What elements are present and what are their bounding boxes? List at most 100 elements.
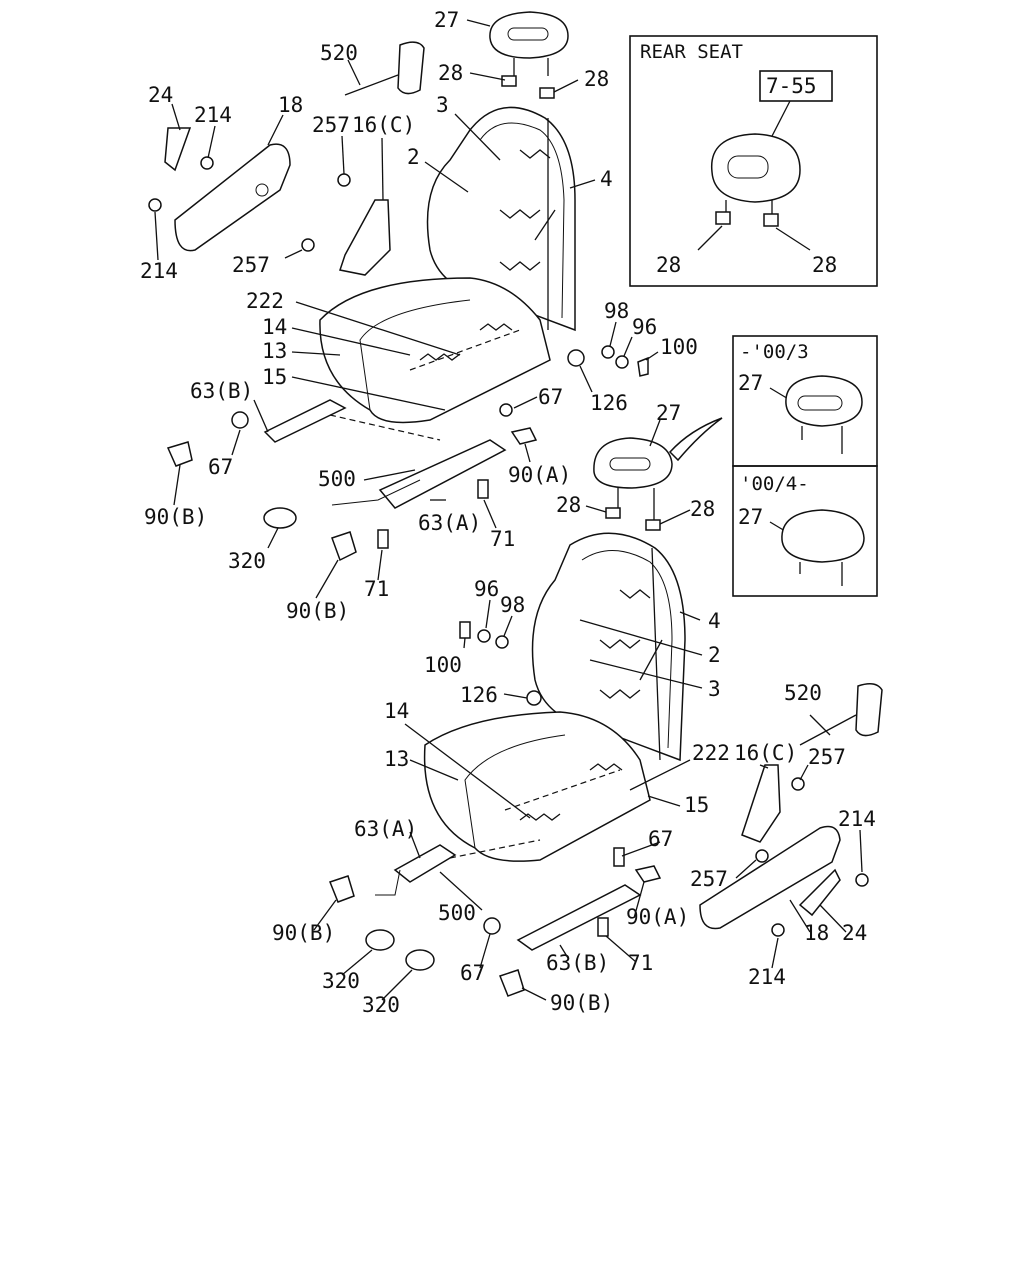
inset-label-27: 27 xyxy=(738,505,763,529)
inset-rear-label-28: 28 xyxy=(656,253,681,277)
leaders-lower xyxy=(313,419,863,1001)
callout-label: 3 xyxy=(708,677,721,701)
callout-label: 67 xyxy=(460,961,485,985)
callout-label: 28 xyxy=(584,67,609,91)
headrest-guide xyxy=(501,75,517,87)
callout-label: 500 xyxy=(438,901,476,925)
callout-label: 4 xyxy=(708,609,721,633)
callout-label: 214 xyxy=(140,259,178,283)
callout-label: 63(A) xyxy=(418,511,481,535)
callout-label: 14 xyxy=(384,699,409,723)
callout-label: 90(A) xyxy=(626,905,689,929)
callout-label: 96 xyxy=(632,315,657,339)
callout-label: 2 xyxy=(407,145,420,169)
callout-label: 500 xyxy=(318,467,356,491)
callout-label: 18 xyxy=(278,93,303,117)
inset-00-4: '00/4- 27 xyxy=(732,465,878,597)
inset-rear-seat: REAR SEAT 7-55 28 28 xyxy=(629,35,878,287)
callout-label: 24 xyxy=(842,921,867,945)
seat-rails-upper xyxy=(166,345,649,562)
callout-label: 4 xyxy=(600,167,613,191)
callout-label: 214 xyxy=(838,807,876,831)
callout-label: 3 xyxy=(436,93,449,117)
seat-rails-lower xyxy=(329,621,662,997)
seat-cushion-upper xyxy=(319,277,551,424)
callout-label: 520 xyxy=(784,681,822,705)
callout-label: 90(B) xyxy=(272,921,335,945)
callout-label: 98 xyxy=(604,299,629,323)
side-trim-upper xyxy=(148,127,291,252)
callout-label: 71 xyxy=(490,527,515,551)
callout-label: 214 xyxy=(748,965,786,989)
headrest-guide xyxy=(605,507,621,519)
headrest-upper xyxy=(489,11,569,76)
callout-label: 126 xyxy=(590,391,628,415)
callout-label: 16(C) xyxy=(734,741,797,765)
callout-label: 71 xyxy=(364,577,389,601)
headrest-swoosh xyxy=(668,417,723,462)
callout-label: 98 xyxy=(500,593,525,617)
callout-label: 15 xyxy=(262,365,287,389)
callout-label: 67 xyxy=(208,455,233,479)
callout-label: 63(A) xyxy=(354,817,417,841)
callout-label: 90(B) xyxy=(286,599,349,623)
callout-label: 126 xyxy=(460,683,498,707)
headrest-lower xyxy=(593,437,673,520)
inset-title-00-3: -'00/3 xyxy=(740,341,809,363)
callout-label: 257 xyxy=(312,113,350,137)
callout-label: 90(B) xyxy=(550,991,613,1015)
callout-label: 13 xyxy=(384,747,409,771)
callout-label: 222 xyxy=(692,741,730,765)
callout-label: 63(B) xyxy=(190,379,253,403)
callout-label: 27 xyxy=(656,401,681,425)
upper-seat-assembly xyxy=(148,11,659,599)
callout-label: 520 xyxy=(320,41,358,65)
headrest-guide xyxy=(645,519,661,531)
callout-label: 24 xyxy=(148,83,173,107)
callout-label: 13 xyxy=(262,339,287,363)
callout-label: 28 xyxy=(438,61,463,85)
callout-label: 257 xyxy=(808,745,846,769)
callout-label: 71 xyxy=(628,951,653,975)
rear-headrest xyxy=(710,133,801,203)
callout-label: 320 xyxy=(362,993,400,1017)
callout-label: 28 xyxy=(556,493,581,517)
callout-label: 63(B) xyxy=(546,951,609,975)
seat-cushion-lower xyxy=(423,711,651,862)
callout-label: 320 xyxy=(228,549,266,573)
callout-label: 320 xyxy=(322,969,360,993)
callout-label: 28 xyxy=(690,497,715,521)
inset-00-3: -'00/3 27 xyxy=(732,335,878,467)
callout-label: 90(B) xyxy=(144,505,207,529)
callout-label: 222 xyxy=(246,289,284,313)
headrest-guide xyxy=(539,87,555,99)
inset-ref-rear-seat: 7-55 xyxy=(766,74,817,98)
callout-label: 14 xyxy=(262,315,287,339)
lower-seat-assembly xyxy=(313,417,883,1001)
inset-label-27: 27 xyxy=(738,371,763,395)
callout-label: 257 xyxy=(232,253,270,277)
callout-label: 2 xyxy=(708,643,721,667)
callout-label: 18 xyxy=(804,921,829,945)
recliner-upper xyxy=(301,41,425,276)
callout-label: 257 xyxy=(690,867,728,891)
callout-label: 27 xyxy=(434,8,459,32)
seat-back-lower xyxy=(531,532,686,762)
inset-rear-label-28: 28 xyxy=(812,253,837,277)
callout-label: 100 xyxy=(660,335,698,359)
inset-title-00-4: '00/4- xyxy=(740,473,809,495)
recliner-lower xyxy=(741,683,883,863)
side-trim-lower xyxy=(699,825,869,937)
callout-label: 16(C) xyxy=(352,113,415,137)
callout-label: 214 xyxy=(194,103,232,127)
callout-labels: 27 520 28 28 24 214 18 3 257 16(C) 2 4 2… xyxy=(140,8,876,1017)
callout-label: 90(A) xyxy=(508,463,571,487)
callout-label: 67 xyxy=(538,385,563,409)
inset-title-rear-seat: REAR SEAT xyxy=(640,41,743,63)
leaders-upper xyxy=(154,19,659,599)
callout-label: 100 xyxy=(424,653,462,677)
callout-label: 96 xyxy=(474,577,499,601)
callout-label: 67 xyxy=(648,827,673,851)
callout-label: 15 xyxy=(684,793,709,817)
